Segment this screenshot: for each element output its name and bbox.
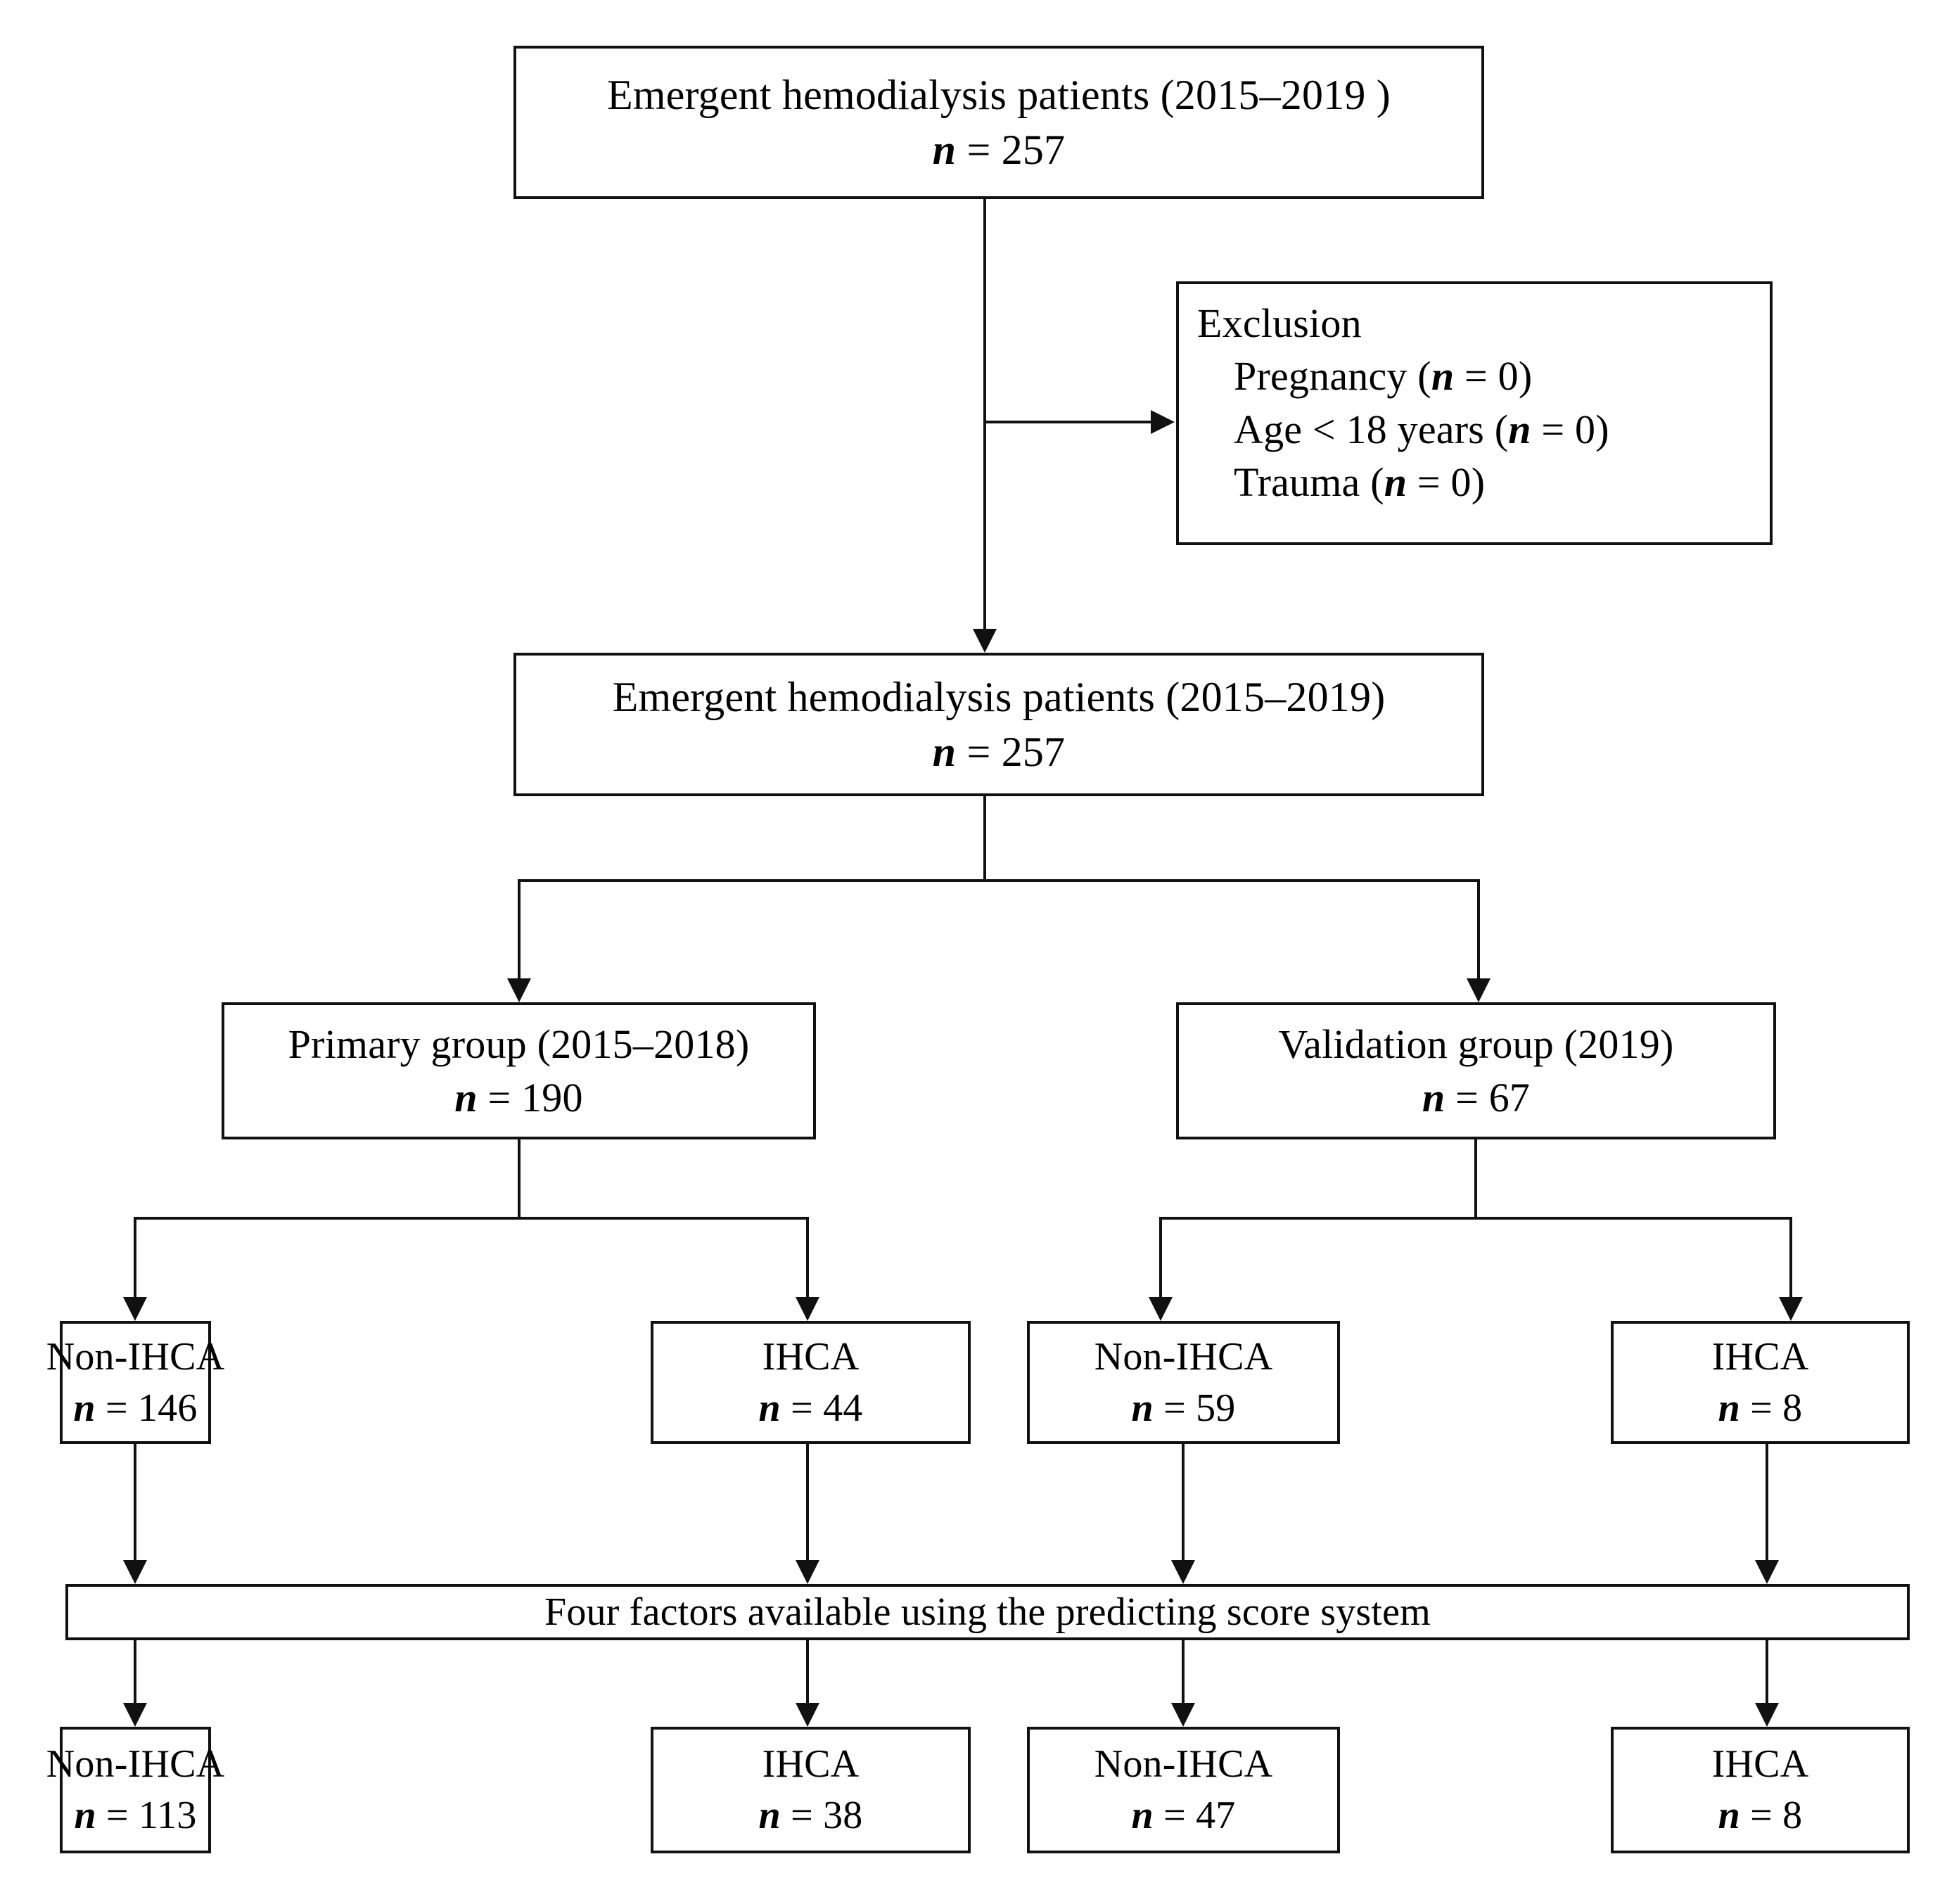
arrowhead-mid3-to-fourfactors bbox=[1171, 1560, 1195, 1584]
node-included-title: Emergent hemodialysis patients (2015–201… bbox=[613, 670, 1386, 724]
node-mid-validation-ihca-title: IHCA bbox=[1712, 1331, 1809, 1383]
arrowhead-mid4-to-fourfactors bbox=[1755, 1560, 1779, 1584]
arrowhead-primary-to-nonihca bbox=[123, 1297, 147, 1321]
node-bottom-primary-ihca-title: IHCA bbox=[762, 1739, 860, 1790]
node-bottom-validation-nonihca-count: n = 47 bbox=[1132, 1790, 1236, 1841]
arrowhead-fourfactors-to-bottom3 bbox=[1171, 1703, 1195, 1727]
node-four-factors: Four factors available using the predict… bbox=[65, 1584, 1910, 1640]
node-mid-primary-ihca: IHCA n = 44 bbox=[651, 1321, 971, 1444]
node-bottom-primary-nonihca: Non-IHCA n = 113 bbox=[60, 1727, 211, 1853]
connector-enrolled-to-included bbox=[983, 199, 986, 629]
connector-primary-to-nonihca bbox=[134, 1217, 136, 1297]
node-primary-group-title: Primary group (2015–2018) bbox=[288, 1018, 750, 1071]
node-validation-group-title: Validation group (2019) bbox=[1279, 1018, 1674, 1071]
connector-mid2-to-fourfactors bbox=[806, 1444, 809, 1560]
node-primary-group: Primary group (2015–2018) n = 190 bbox=[222, 1002, 816, 1139]
node-enrolled-patients: Emergent hemodialysis patients (2015–201… bbox=[513, 46, 1484, 199]
connector-fourfactors-to-bottom2 bbox=[806, 1640, 809, 1703]
node-enrolled-count: n = 257 bbox=[933, 122, 1066, 177]
connector-to-exclusion bbox=[983, 421, 1152, 423]
node-mid-validation-ihca-count: n = 8 bbox=[1718, 1383, 1803, 1434]
node-bottom-primary-nonihca-title: Non-IHCA bbox=[46, 1739, 225, 1790]
node-primary-group-count: n = 190 bbox=[454, 1071, 582, 1124]
node-mid-primary-ihca-title: IHCA bbox=[762, 1331, 860, 1383]
connector-included-split-bar bbox=[518, 879, 1480, 882]
node-four-factors-label: Four factors available using the predict… bbox=[544, 1587, 1431, 1638]
node-bottom-validation-ihca-title: IHCA bbox=[1712, 1739, 1809, 1790]
connector-mid4-to-fourfactors bbox=[1766, 1444, 1768, 1560]
node-included-count: n = 257 bbox=[933, 724, 1066, 779]
exclusion-item-trauma: Trauma (n = 0) bbox=[1197, 456, 1485, 509]
node-bottom-primary-nonihca-count: n = 113 bbox=[74, 1790, 196, 1841]
connector-included-stem bbox=[983, 796, 986, 881]
connector-primary-split-bar bbox=[134, 1217, 809, 1220]
node-mid-primary-nonihca-title: Non-IHCA bbox=[46, 1331, 225, 1383]
arrowhead-validation-to-nonihca bbox=[1149, 1297, 1173, 1321]
node-included-patients: Emergent hemodialysis patients (2015–201… bbox=[513, 653, 1484, 796]
node-bottom-validation-ihca: IHCA n = 8 bbox=[1611, 1727, 1910, 1853]
connector-to-primary-group bbox=[518, 879, 521, 978]
exclusion-item-pregnancy: Pregnancy (n = 0) bbox=[1197, 350, 1532, 402]
node-bottom-validation-nonihca: Non-IHCA n = 47 bbox=[1027, 1727, 1340, 1853]
node-mid-validation-nonihca: Non-IHCA n = 59 bbox=[1027, 1321, 1340, 1444]
connector-primary-to-ihca bbox=[806, 1217, 809, 1297]
node-validation-group: Validation group (2019) n = 67 bbox=[1176, 1002, 1776, 1139]
node-exclusion: Exclusion Pregnancy (n = 0) Age < 18 yea… bbox=[1176, 281, 1773, 545]
arrowhead-to-validation-group bbox=[1467, 978, 1490, 1002]
arrowhead-fourfactors-to-bottom4 bbox=[1755, 1703, 1779, 1727]
node-bottom-validation-ihca-count: n = 8 bbox=[1718, 1790, 1803, 1841]
connector-validation-to-nonihca bbox=[1159, 1217, 1162, 1297]
node-mid-primary-nonihca-count: n = 146 bbox=[73, 1383, 197, 1434]
arrowhead-to-primary-group bbox=[507, 978, 531, 1002]
exclusion-item-age: Age < 18 years (n = 0) bbox=[1197, 403, 1609, 456]
node-mid-primary-nonihca: Non-IHCA n = 146 bbox=[60, 1321, 211, 1444]
arrowhead-to-exclusion bbox=[1151, 410, 1175, 434]
connector-fourfactors-to-bottom3 bbox=[1182, 1640, 1185, 1703]
connector-validation-to-ihca bbox=[1789, 1217, 1792, 1297]
arrowhead-fourfactors-to-bottom2 bbox=[796, 1703, 819, 1727]
connector-primary-stem bbox=[518, 1139, 521, 1218]
arrowhead-mid1-to-fourfactors bbox=[123, 1560, 147, 1584]
connector-fourfactors-to-bottom1 bbox=[134, 1640, 136, 1703]
node-mid-primary-ihca-count: n = 44 bbox=[759, 1383, 863, 1434]
node-mid-validation-nonihca-title: Non-IHCA bbox=[1094, 1331, 1273, 1383]
node-enrolled-title: Emergent hemodialysis patients (2015–201… bbox=[607, 68, 1391, 122]
exclusion-heading: Exclusion bbox=[1197, 297, 1362, 350]
connector-mid3-to-fourfactors bbox=[1182, 1444, 1185, 1560]
connector-mid1-to-fourfactors bbox=[134, 1444, 136, 1560]
connector-to-validation-group bbox=[1477, 879, 1480, 978]
arrowhead-fourfactors-to-bottom1 bbox=[123, 1703, 147, 1727]
arrowhead-primary-to-ihca bbox=[796, 1297, 819, 1321]
arrowhead-enrolled-to-included bbox=[973, 629, 997, 653]
node-bottom-validation-nonihca-title: Non-IHCA bbox=[1094, 1739, 1273, 1790]
connector-validation-split-bar bbox=[1159, 1217, 1792, 1220]
connector-fourfactors-to-bottom4 bbox=[1766, 1640, 1768, 1703]
node-validation-group-count: n = 67 bbox=[1422, 1071, 1530, 1124]
node-mid-validation-nonihca-count: n = 59 bbox=[1132, 1383, 1236, 1434]
arrowhead-mid2-to-fourfactors bbox=[796, 1560, 819, 1584]
node-bottom-primary-ihca-count: n = 38 bbox=[759, 1790, 863, 1841]
connector-validation-stem bbox=[1474, 1139, 1477, 1218]
arrowhead-validation-to-ihca bbox=[1779, 1297, 1803, 1321]
node-mid-validation-ihca: IHCA n = 8 bbox=[1611, 1321, 1910, 1444]
node-bottom-primary-ihca: IHCA n = 38 bbox=[651, 1727, 971, 1853]
